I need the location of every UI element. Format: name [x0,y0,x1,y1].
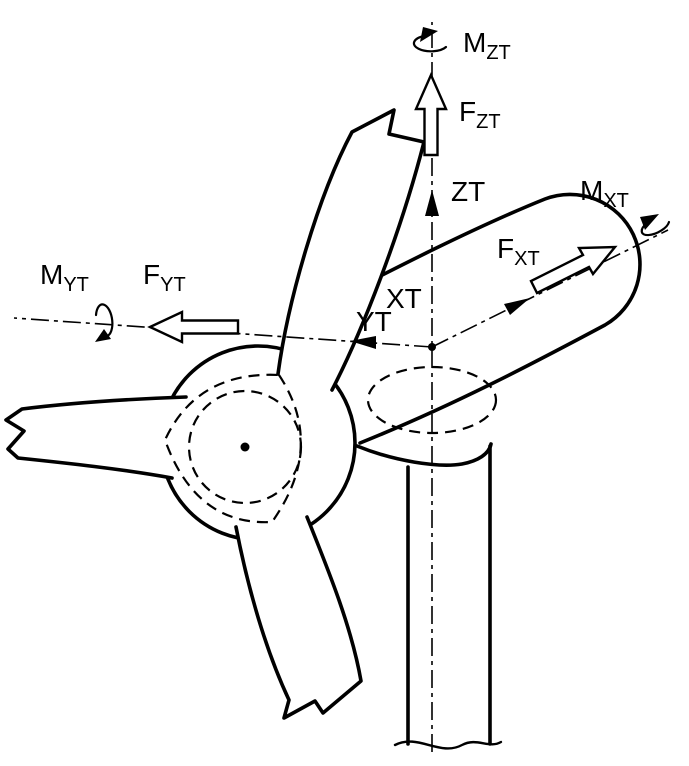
myt-curl-arc [94,303,114,338]
label-force-zt-sub: ZT [476,111,500,133]
blade-left [4,395,188,480]
label-force-zt: FZT [459,96,501,133]
label-moment-yt: MYT [40,259,89,296]
label-force-xt-main: F [497,233,514,264]
label-axis-xt: XT [386,283,422,314]
tower-break-line [393,740,503,750]
spinner-hidden-trefoil [163,373,302,524]
xt-axis-line [431,229,669,348]
tower [393,444,503,750]
mxt-curl-arrowhead [640,214,659,230]
label-force-yt-sub: YT [160,274,186,296]
label-axis-zt: ZT [451,176,485,207]
mxt-moment-curl-icon [640,214,671,237]
label-moment-zt-sub: ZT [486,42,510,64]
label-moment-yt-sub: YT [63,274,89,296]
zt-axis-arrowhead [425,190,439,216]
label-moment-zt-main: M [463,27,486,58]
mxt-curl-arc [640,220,671,237]
blade-left-outline [4,395,188,480]
blade-top-fill [278,110,424,390]
blade-bottom [234,515,363,720]
origin-dot [428,343,436,351]
blade-left-fill [6,397,186,478]
moment-arrows [94,27,671,342]
label-axis-yt: YT [356,306,392,337]
fxt-force-arrow-icon [529,245,618,295]
nacelle-body [300,194,640,443]
fzt-force-arrow-icon [414,72,448,157]
label-force-yt-main: F [143,259,160,290]
label-moment-xt: MXT [580,175,629,212]
blade-bottom-fill [236,517,361,718]
nacelle [298,192,642,445]
nacelle-belly-curve [355,442,493,467]
turbine-structure [4,108,642,750]
myt-curl-arrowhead [95,329,111,342]
force-arrows [147,72,618,344]
label-force-zt-main: F [459,96,476,127]
label-moment-xt-main: M [580,175,603,206]
blade-top-outline [276,108,426,392]
fyt-force-arrow-icon [147,310,240,344]
blade-bottom-outline [234,515,363,720]
labels: MZT FZT ZT MXT FXT XT MYT FYT YT [40,27,629,337]
label-force-xt: FXT [497,233,540,270]
label-force-xt-sub: XT [514,248,540,270]
xt-axis-arrowhead [504,298,530,315]
label-moment-yt-main: M [40,259,63,290]
yt-axis-arrowhead [350,336,376,349]
coordinate-axes [13,22,669,752]
mzt-moment-curl-icon [412,27,448,53]
nacelle-outline [298,192,642,445]
mzt-curl-arrowhead [420,27,438,42]
myt-moment-curl-icon [94,303,114,342]
label-force-yt: FYT [143,259,186,296]
label-moment-xt-sub: XT [603,190,629,212]
label-moment-zt: MZT [463,27,511,64]
mzt-curl-arc [412,34,448,53]
blade-top [276,108,426,392]
hub-center-dot [240,442,250,452]
